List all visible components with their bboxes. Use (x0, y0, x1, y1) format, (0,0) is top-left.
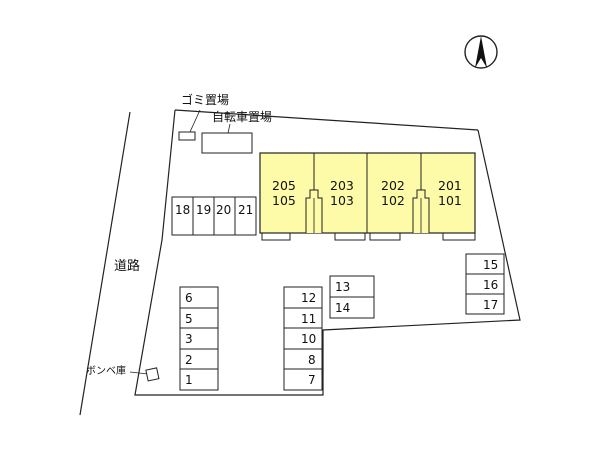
site-boundary-top (174, 109, 479, 131)
parking-space-number: 1 (185, 373, 193, 387)
parking-row-top: 18 19 20 21 (171, 196, 257, 236)
unit-bottom-number: 101 (438, 193, 462, 208)
gas-storage-label: ボンベ庫 (86, 364, 126, 377)
parking-space-number: 3 (185, 332, 193, 346)
road-edge-line (79, 111, 131, 416)
parking-space-number: 16 (483, 278, 498, 292)
north-arrow-icon (464, 35, 498, 69)
parking-col-center: 13 14 (329, 275, 375, 319)
parking-space-number: 15 (483, 258, 498, 272)
garbage-label: ゴミ置場 (181, 92, 229, 107)
gas-leader-line (129, 371, 149, 375)
parking-space-number: 19 (196, 203, 211, 217)
parking-space-number: 11 (301, 312, 316, 326)
parking-space-number: 17 (483, 298, 498, 312)
unit-top-number: 203 (330, 178, 354, 193)
unit-top-number: 201 (438, 178, 462, 193)
parking-space-number: 20 (216, 203, 231, 217)
parking-space-number: 13 (335, 280, 350, 294)
parking-space-number: 10 (301, 332, 316, 346)
bicycle-label: 自転車置場 (212, 110, 272, 124)
garbage-leader-line (189, 109, 201, 133)
parking-space-number: 6 (185, 291, 193, 305)
parking-space-number: 14 (335, 301, 350, 315)
unit-bottom-number: 103 (330, 193, 354, 208)
parking-space-number: 21 (238, 203, 253, 217)
unit-bottom-number: 105 (272, 193, 296, 208)
bicycle-area (201, 132, 253, 154)
parking-space-number: 18 (175, 203, 190, 217)
parking-space-number: 5 (185, 312, 193, 326)
unit-top-number: 205 (272, 178, 296, 193)
site-boundary (134, 109, 521, 396)
unit-top-number: 202 (381, 178, 405, 193)
unit-bottom-number: 102 (381, 193, 405, 208)
garbage-area (178, 131, 196, 141)
apartment-building: 205 105 203 103 202 102 201 101 (259, 152, 476, 241)
gas-storage-box (145, 367, 160, 382)
road-label: 道路 (114, 258, 140, 274)
parking-space-number: 8 (308, 353, 316, 367)
parking-space-number: 12 (301, 291, 316, 305)
parking-col-right: 15 16 17 (465, 253, 505, 315)
bicycle-leader-line (227, 123, 231, 134)
parking-col-left: 6 5 3 2 1 (179, 286, 219, 391)
parking-space-number: 7 (308, 373, 316, 387)
parking-space-number: 2 (185, 353, 193, 367)
parking-col-middle: 12 11 10 8 7 (283, 286, 323, 391)
